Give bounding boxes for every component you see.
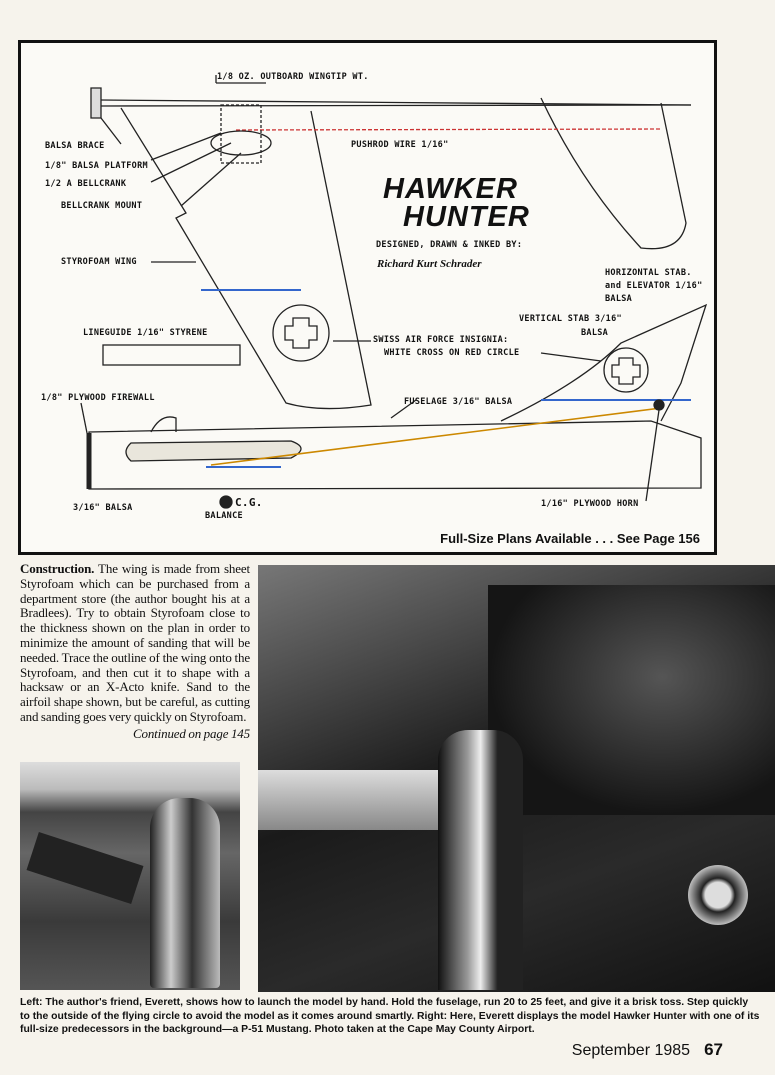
plan-lines — [80, 75, 708, 509]
plan-drawing: 1/8 OZ. OUTBOARD WINGTIP WT. BALSA BRACE… — [18, 40, 717, 555]
photo-everett-p51 — [258, 565, 775, 992]
issue-date: September 1985 — [571, 1042, 691, 1059]
article-lead: Construction. — [20, 561, 95, 576]
label-insignia-2: WHITE CROSS ON RED CIRCLE — [384, 348, 520, 358]
label-bellcrank-mount: BELLCRANK MOUNT — [61, 201, 143, 211]
plan-credit: DESIGNED, DRAWN & INKED BY: — [376, 240, 523, 250]
label-balance: BALANCE — [205, 511, 243, 521]
label-vstab-1: VERTICAL STAB 3/16" — [519, 314, 622, 324]
photo-caption: Left: The author's friend, Everett, show… — [20, 997, 760, 1035]
label-hstab-1: HORIZONTAL STAB. — [605, 268, 692, 278]
label-balsa-brace: BALSA BRACE — [45, 141, 105, 151]
label-fuselage: FUSELAGE 3/16" BALSA — [404, 397, 513, 407]
label-platform: 1/8" BALSA PLATFORM — [45, 161, 148, 171]
label-hstab-3: BALSA — [605, 294, 633, 304]
plan-title-line1: HAWKER — [383, 173, 518, 205]
photo-landing-wheel — [688, 865, 748, 925]
continued-link: Continued on page 145 — [132, 725, 250, 741]
page-number: 67 — [704, 1040, 723, 1059]
photo-launching-model — [20, 762, 240, 990]
article-body: Construction. The wing is made from shee… — [20, 561, 250, 742]
label-hstab-2: and ELEVATOR 1/16" — [605, 281, 703, 291]
photo-person — [438, 730, 523, 990]
photo-p51-engine — [488, 585, 775, 815]
plan-title-line2: HUNTER — [403, 201, 530, 233]
photo-person — [150, 798, 220, 988]
label-bellcrank: 1/2 A BELLCRANK — [45, 179, 127, 189]
label-vstab-2: BALSA — [581, 328, 609, 338]
label-lineguide: LINEGUIDE 1/16" STYRENE — [83, 328, 208, 338]
label-wing: STYROFOAM WING — [61, 257, 137, 267]
label-pushrod: PUSHROD WIRE 1/16" — [351, 140, 449, 150]
author-signature: Richard Kurt Schrader — [377, 258, 482, 270]
photo-model-plane — [26, 831, 144, 905]
label-wingtip-weight: 1/8 OZ. OUTBOARD WINGTIP WT. — [217, 72, 369, 82]
label-cg: C.G. — [235, 496, 263, 509]
page-footer: September 1985 67 — [572, 1040, 723, 1060]
label-insignia-1: SWISS AIR FORCE INSIGNIA: — [373, 335, 509, 345]
article-text: The wing is made from sheet Styrofoam wh… — [20, 561, 250, 724]
full-size-plans-note: Full-Size Plans Available . . . See Page… — [440, 531, 700, 546]
label-firewall: 1/8" PLYWOOD FIREWALL — [41, 393, 155, 403]
label-nose-balsa: 3/16" BALSA — [73, 503, 133, 513]
label-horn: 1/16" PLYWOOD HORN — [541, 499, 639, 509]
